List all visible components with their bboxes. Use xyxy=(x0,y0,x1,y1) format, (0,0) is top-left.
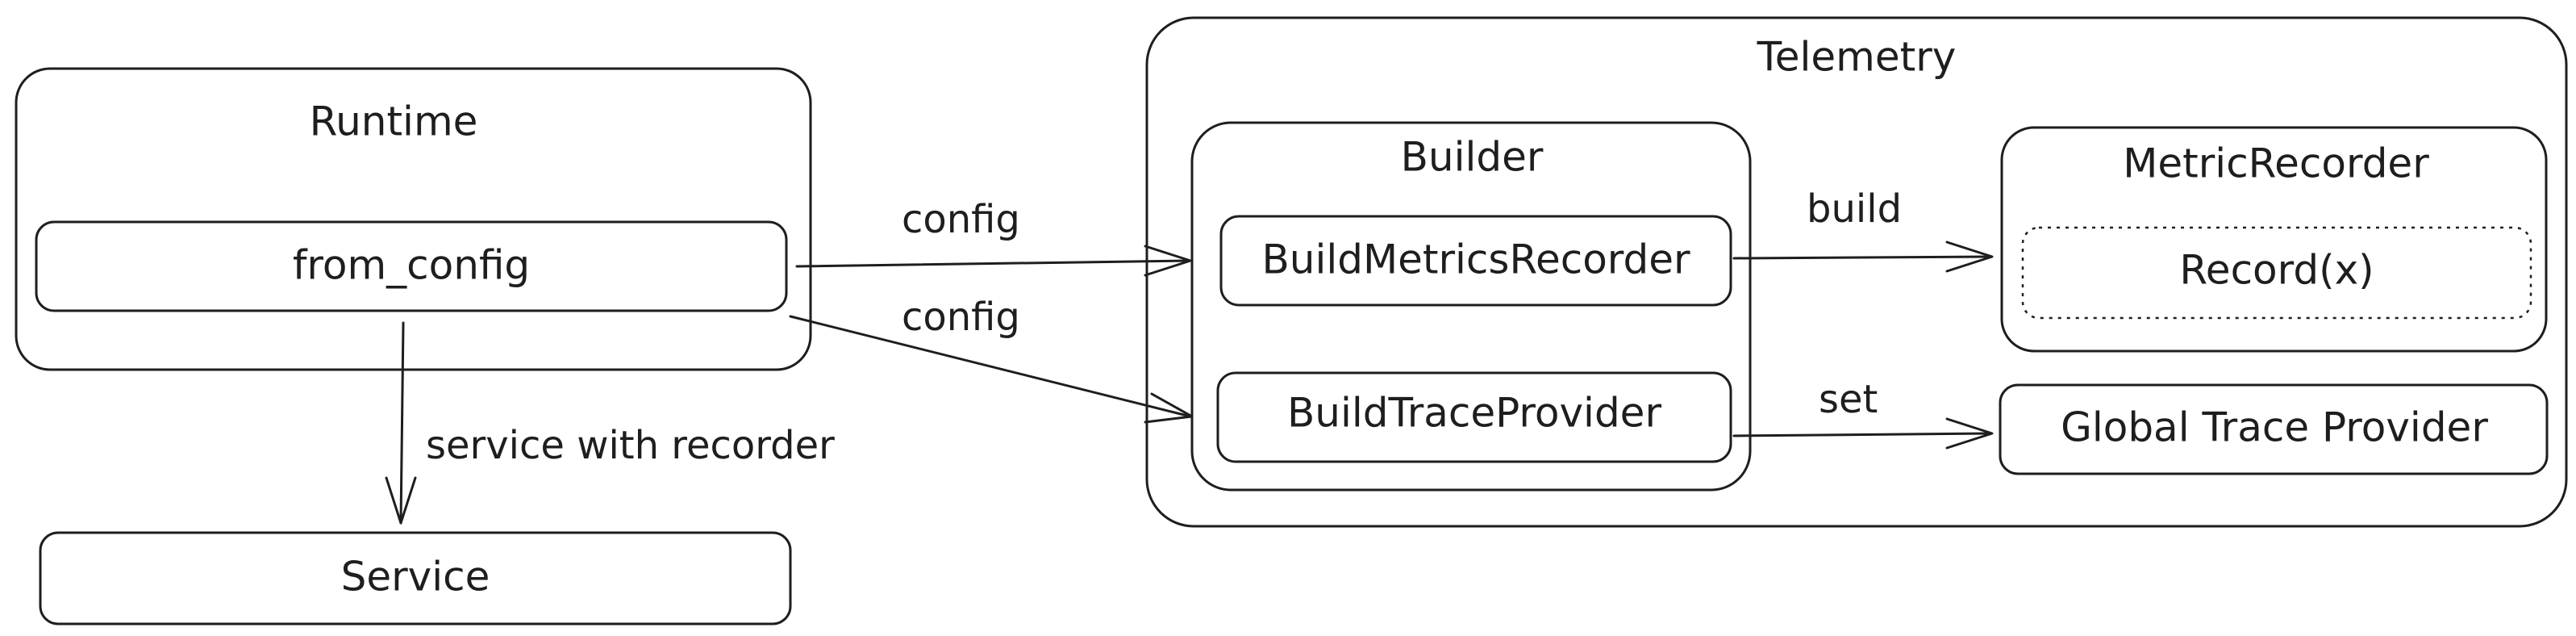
global-trace-provider-box xyxy=(1999,383,2549,475)
builder-group-box xyxy=(1190,121,1752,492)
edge-set-label: set xyxy=(1819,377,1878,422)
edge-service-with-recorder: service with recorder xyxy=(385,321,835,525)
builder-group: Builder BuildMetricsRecorder BuildTraceP… xyxy=(1190,121,1752,492)
telemetry-group-box xyxy=(1145,16,2568,528)
edge-config-to-trace: config xyxy=(789,295,1194,424)
edge-config-to-metrics-label: config xyxy=(902,197,1020,242)
edge-set: set xyxy=(1732,377,1994,450)
edge-service-with-recorder-line xyxy=(399,321,405,525)
edge-build-arrowhead xyxy=(1945,241,1994,273)
service-label: Service xyxy=(341,554,490,600)
from-config-label: from_config xyxy=(293,242,530,289)
edge-build-line xyxy=(1732,255,1992,260)
metric-recorder-group-box xyxy=(2000,126,2548,353)
edge-build: build xyxy=(1732,186,1994,273)
telemetry-group: Telemetry Builder BuildMetricsRecorder B… xyxy=(1145,16,2568,528)
edge-set-line xyxy=(1732,432,1992,437)
global-trace-provider-node: Global Trace Provider xyxy=(1999,383,2549,475)
service-node: Service xyxy=(39,531,792,626)
runtime-group-title: Runtime xyxy=(310,98,478,145)
edge-config-to-metrics: config xyxy=(795,197,1192,277)
runtime-group-box xyxy=(15,67,812,371)
service-box xyxy=(39,531,792,626)
from-config-node: from_config xyxy=(35,220,788,312)
edge-service-with-recorder-arrowhead xyxy=(385,476,417,525)
builder-group-title: Builder xyxy=(1401,134,1544,181)
telemetry-group-title: Telemetry xyxy=(1757,34,1957,81)
edge-service-with-recorder-label: service with recorder xyxy=(426,423,835,468)
global-trace-provider-label: Global Trace Provider xyxy=(2061,404,2488,451)
build-trace-provider-label: BuildTraceProvider xyxy=(1287,390,1661,437)
build-trace-provider-box xyxy=(1216,371,1732,463)
edge-config-to-trace-line xyxy=(789,315,1192,418)
edge-config-to-trace-label: config xyxy=(902,295,1020,340)
record-x-node: Record(x) xyxy=(2021,226,2532,320)
edge-set-arrowhead xyxy=(1945,417,1994,450)
record-x-label: Record(x) xyxy=(2179,247,2374,294)
metric-recorder-group: MetricRecorder Record(x) xyxy=(2000,126,2548,353)
metric-recorder-group-title: MetricRecorder xyxy=(2123,140,2429,187)
build-metrics-recorder-box xyxy=(1219,215,1732,307)
edge-config-to-metrics-line xyxy=(795,259,1190,268)
edge-config-to-metrics-arrowhead xyxy=(1144,245,1192,277)
build-trace-provider-node: BuildTraceProvider xyxy=(1216,371,1732,463)
build-metrics-recorder-label: BuildMetricsRecorder xyxy=(1261,236,1690,283)
runtime-group: Runtime from_config xyxy=(15,67,812,371)
edge-build-label: build xyxy=(1807,186,1902,232)
edge-config-to-trace-arrowhead xyxy=(1144,392,1194,424)
build-metrics-recorder-node: BuildMetricsRecorder xyxy=(1219,215,1732,307)
from-config-box xyxy=(35,220,788,312)
